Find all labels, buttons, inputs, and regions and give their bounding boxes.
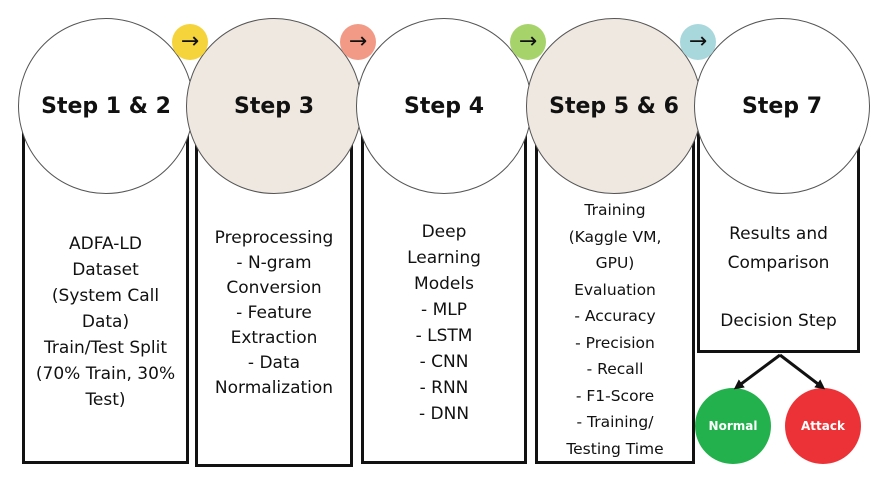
text-line: Normalization: [214, 378, 334, 398]
text-line: - LSTM: [415, 326, 473, 346]
right-arrow-icon: →: [518, 29, 538, 54]
text-line: (System Call: [51, 286, 160, 306]
text-line: Decision Step: [720, 310, 837, 331]
text-line: Dataset: [72, 260, 139, 280]
step-4-circle: Step 4: [356, 18, 532, 194]
text-line: - F1-Score: [575, 386, 655, 405]
text-line: Train/Test Split: [43, 338, 168, 358]
text-line: Models: [414, 274, 474, 294]
step-3-title: Step 3: [234, 93, 314, 119]
text-line: - N-gram: [236, 253, 312, 273]
text-line: - Recall: [586, 360, 644, 378]
step-1-2-description: ADFA-LD Dataset (System Call Data) Train…: [36, 231, 175, 413]
text-line: Preprocessing: [214, 228, 334, 248]
attack-outcome: Attack: [785, 388, 861, 464]
text-line: Extraction: [230, 328, 318, 348]
text-line: ADFA-LD: [69, 234, 142, 254]
text-line: Data): [81, 312, 130, 332]
text-line: Test): [85, 390, 126, 410]
arrow-3-dot: →: [510, 24, 546, 60]
text-line: Deep: [421, 222, 467, 242]
text-line: GPU): [595, 254, 635, 272]
step-5-6-circle: Step 5 & 6: [526, 18, 702, 194]
text-line: (70% Train, 30%: [35, 364, 176, 384]
right-arrow-icon: →: [348, 29, 368, 54]
text-line: Conversion: [226, 278, 322, 298]
text-line: - Training/: [576, 413, 654, 431]
normal-outcome: Normal: [695, 388, 771, 464]
text-line: - Feature: [236, 303, 312, 323]
step-7-circle: Step 7: [694, 18, 870, 194]
text-line: - Precision: [575, 333, 655, 352]
step-5-6-description: Training (Kaggle VM, GPU) Evaluation - A…: [566, 197, 664, 461]
text-line: - RNN: [419, 378, 469, 398]
text-line: - Data: [247, 353, 301, 373]
step-5-6-title: Step 5 & 6: [549, 93, 679, 119]
step-7-description: Results and Comparison Decision Step: [720, 220, 837, 336]
step-4-description: Deep Learning Models - MLP - LSTM - CNN …: [407, 219, 481, 427]
arrow-1-dot: →: [172, 24, 208, 60]
step-3-description: Preprocessing - N-gram Conversion - Feat…: [215, 226, 334, 401]
step-4-title: Step 4: [404, 93, 484, 119]
arrow-to-normal: [733, 353, 781, 390]
normal-label: Normal: [708, 419, 758, 433]
text-line: - Accuracy: [574, 307, 656, 325]
attack-label: Attack: [801, 419, 845, 433]
text-line: (Kaggle VM,: [568, 227, 662, 246]
text-line: Testing Time: [566, 439, 664, 458]
text-line: - MLP: [421, 300, 467, 320]
step-3-circle: Step 3: [186, 18, 362, 194]
step-3-box: Preprocessing - N-gram Conversion - Feat…: [195, 120, 353, 467]
step-1-2-title: Step 1 & 2: [41, 93, 171, 119]
right-arrow-icon: →: [688, 29, 708, 54]
text-line: - CNN: [419, 352, 469, 372]
arrow-to-attack: [779, 353, 826, 390]
step-1-2-circle: Step 1 & 2: [18, 18, 194, 194]
text-line: Results and: [729, 223, 828, 244]
step-7-title: Step 7: [742, 93, 822, 119]
text-line: - DNN: [418, 404, 470, 424]
text-line: [720, 278, 837, 307]
right-arrow-icon: →: [180, 29, 200, 54]
text-line: Comparison: [727, 252, 830, 273]
text-line: Evaluation: [574, 280, 656, 299]
arrow-4-dot: →: [680, 24, 716, 60]
text-line: Training: [584, 201, 646, 219]
text-line: Learning: [407, 248, 481, 268]
arrow-2-dot: →: [340, 24, 376, 60]
